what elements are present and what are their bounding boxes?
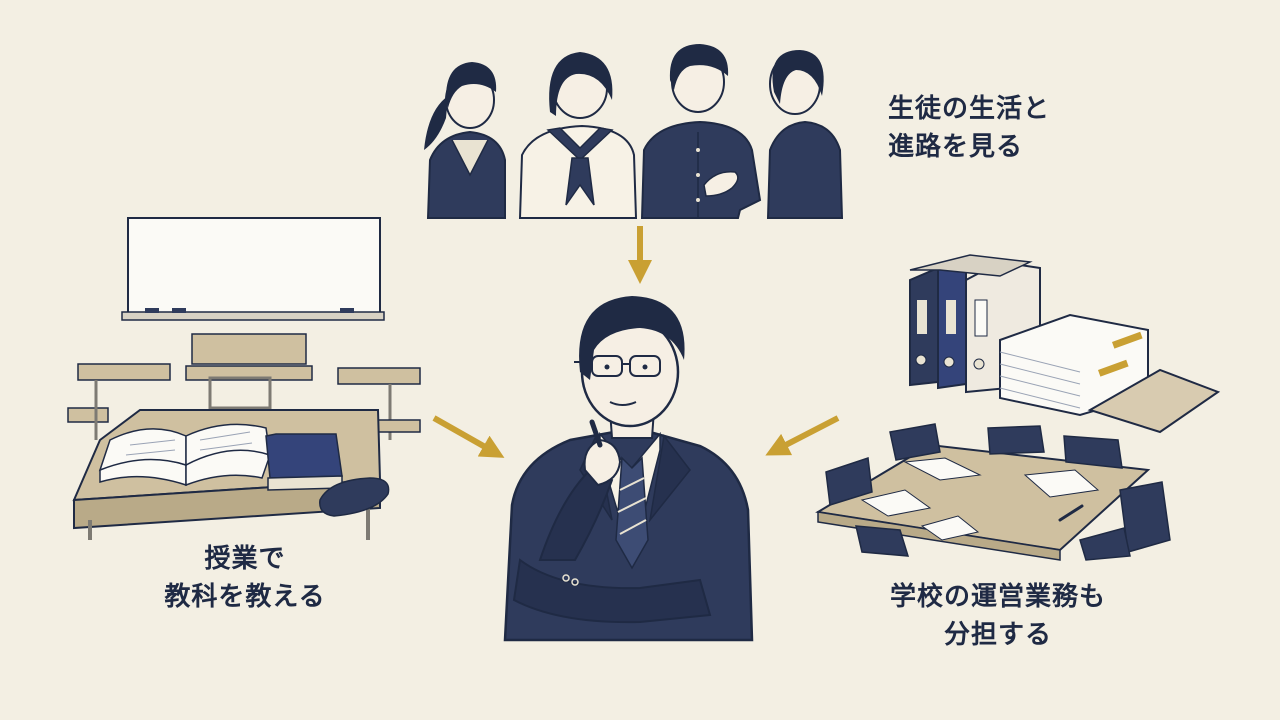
caption-students: 生徒の生活と 進路を見る bbox=[888, 90, 1050, 166]
whiteboard bbox=[127, 217, 381, 315]
school-admin-illustration bbox=[815, 254, 1221, 561]
arrow-from-classroom bbox=[432, 415, 505, 458]
student-boy-gesturing bbox=[640, 44, 762, 219]
caption-students-line2: 進路を見る bbox=[888, 132, 1024, 162]
students-illustration bbox=[424, 44, 844, 219]
teacher-illustration bbox=[503, 296, 754, 642]
caption-teaching-line1: 授業で bbox=[204, 544, 286, 574]
classroom-illustration bbox=[67, 217, 421, 540]
caption-admin-line1: 学校の運営業務も bbox=[889, 582, 1106, 612]
student-girl-sailor-uniform bbox=[518, 52, 638, 219]
caption-admin-line2: 分担する bbox=[943, 620, 1052, 650]
student-boy-back bbox=[766, 50, 844, 219]
arrow-from-admin bbox=[765, 415, 840, 456]
caption-teaching-line2: 教科を教える bbox=[164, 582, 326, 612]
student-girl-dark-uniform bbox=[424, 62, 506, 219]
caption-teaching: 授業で 教科を教える bbox=[150, 540, 340, 616]
caption-students-line1: 生徒の生活と bbox=[888, 94, 1051, 124]
caption-admin: 学校の運営業務も 分担する bbox=[858, 578, 1138, 654]
